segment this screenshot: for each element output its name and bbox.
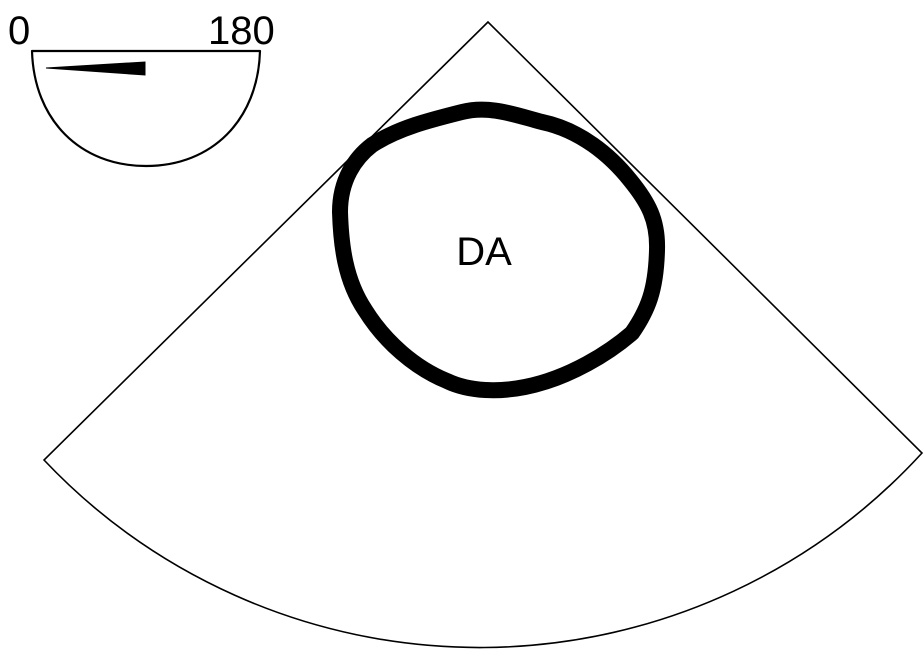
angle-indicator: 0 180	[8, 9, 275, 168]
vessel-outline	[332, 101, 666, 399]
angle-needle	[45, 61, 146, 76]
vessel-label: DA	[456, 230, 512, 274]
ultrasound-sector	[42, 20, 924, 649]
angle-max-label: 180	[208, 9, 275, 53]
protractor-semicircle	[30, 49, 262, 168]
angle-min-label: 0	[8, 9, 30, 53]
